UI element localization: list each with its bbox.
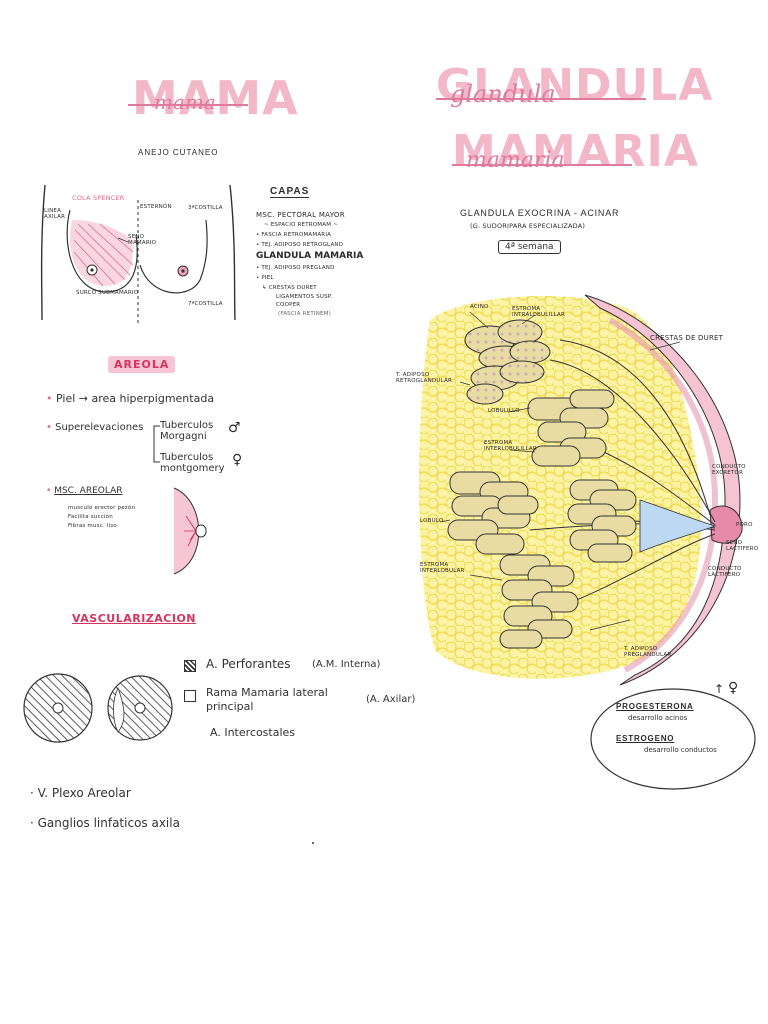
hormone-oval — [590, 688, 756, 790]
capas-item: • PIEL — [256, 275, 274, 281]
glandula-strike-2 — [452, 164, 632, 166]
mama-subtitle: ANEJO CUTANEO — [138, 148, 219, 157]
capas-item: LIGAMENTOS SUSP. COOPER — [276, 294, 333, 308]
label-costilla-top: 3ªCOSTILLA — [188, 205, 223, 211]
brace-icon — [153, 425, 160, 463]
label-surco: SURCO SUBMAMARIO — [76, 290, 139, 296]
areola-item-text: Piel → area hiperpigmentada — [56, 392, 215, 405]
vasc-extra-ganglios: · Ganglios linfaticos axila — [30, 816, 180, 830]
dot — [312, 842, 314, 844]
glandula-title-line1: GLANDULA — [436, 60, 714, 111]
glandula-strike-1 — [436, 98, 646, 100]
female-figure-icon: ♀ — [728, 680, 739, 696]
legend-note-rama: (A. Axilar) — [366, 694, 416, 705]
bullet: • — [46, 392, 53, 405]
capas-item: GLANDULA MAMARIA — [256, 251, 364, 261]
label-acino: ACINO — [470, 304, 489, 310]
areola-item-superelevaciones: • Superelevaciones — [46, 422, 143, 433]
label-estroma-intra: ESTROMA INTRALOBULILLAR — [512, 306, 565, 318]
mama-title: MAMA — [132, 71, 299, 125]
glandula-script-line2: mamaria — [466, 148, 565, 173]
mama-strike — [128, 104, 248, 106]
glandula-week-badge: 4ª semana — [498, 240, 561, 254]
legend-empty-swatch — [184, 690, 196, 702]
legend-hatch-swatch — [184, 660, 196, 672]
breast-diagram — [40, 184, 236, 325]
msc-line: Fibras musc. liso — [68, 523, 117, 529]
vascularizacion-title: VASCULARIZACION — [72, 612, 197, 625]
legend-label-intercostales: A. Intercostales — [210, 726, 296, 739]
areola-item-piel: • Piel → area hiperpigmentada — [46, 392, 214, 405]
msc-areolar-title: MSC. AREOLAR — [54, 486, 123, 496]
areola-title: AREOLA — [108, 356, 176, 373]
label-seno-lactifero: SENO LACTIFERO — [726, 540, 759, 552]
msc-line: musculo erector pezón — [68, 505, 136, 511]
legend-label-perforantes: A. Perforantes — [206, 657, 291, 671]
label-conducto-excretor: CONDUCTO EXCRETOR — [712, 464, 746, 476]
capas-item: ↳ CRESTAS DURET — [262, 285, 317, 291]
msc-line: Facilita succión — [68, 514, 113, 520]
progesterona-desc: desarrollo acinos — [628, 714, 688, 722]
label-seno-mamario: SENO MAMARIO — [128, 234, 157, 246]
tuberculos-montgomery: Tuberculos montgomery — [160, 452, 225, 474]
capas-item: MSC. PECTORAL MAYOR — [256, 211, 345, 219]
glandula-script-line1: glandula — [450, 80, 556, 108]
legend-note-perforantes: (A.M. Interna) — [312, 659, 381, 670]
tuberculos-morgagni: Tuberculos Morgagni — [160, 420, 214, 442]
estrogeno-title: ESTROGENO — [616, 734, 675, 743]
vascular-circles — [23, 673, 173, 743]
label-costilla-bottom: 7ªCOSTILLA — [188, 301, 223, 307]
capas-item: • FASCIA RETROMAMARIA — [256, 232, 332, 238]
bullet: • — [46, 486, 52, 496]
label-poro: PORO — [736, 522, 753, 528]
areola-item-text: Superelevaciones — [55, 422, 144, 433]
label-tej-retro: T. ADIPOSO RETROGLANDULAR — [396, 372, 452, 384]
female-figure-icon: ♀ — [232, 452, 243, 468]
mama-title-block: MAMA mama — [120, 72, 298, 152]
glandula-title-block: GLANDULA MAMARIA glandula mamaria — [430, 60, 712, 200]
capas-item: • TEJ. ADIPOSO RETROGLAND — [256, 242, 344, 248]
label-lobulillo: LOBULILLO — [488, 408, 520, 414]
capas-title: CAPAS — [270, 186, 310, 198]
areola-muscle-diagram — [173, 487, 207, 575]
vasc-extra-plexo: · V. Plexo Areolar — [30, 786, 131, 800]
capas-item: ~ ESPACIO RETROMAM ~ — [264, 222, 338, 228]
male-figure-icon: ♂ — [228, 420, 241, 436]
mama-title-script: mama — [154, 90, 216, 114]
up-arrow-icon: ↑ — [714, 682, 725, 696]
label-tej-pre: T. ADIPOSO PREGLANDULAR — [624, 646, 672, 658]
gland-diagram — [419, 294, 743, 686]
label-estroma-interlobulillar: ESTROMA INTERLOBULILLAR — [484, 440, 537, 452]
bullet: • — [46, 422, 52, 433]
estrogeno-desc: desarrollo conductos — [644, 746, 717, 754]
progesterona-title: PROGESTERONA — [616, 702, 694, 711]
label-cola-spencer: COLA SPENCER — [72, 194, 125, 202]
label-linea-axilar: LINEA AXILAR — [44, 208, 66, 220]
legend-label-rama: Rama Mamaria lateral principal — [206, 686, 328, 713]
label-crestas: CRESTAS DE DURET — [650, 334, 724, 342]
capas-list: MSC. PECTORAL MAYOR ~ ESPACIO RETROMAM ~… — [256, 210, 366, 319]
capas-item: (FASCIA RETINEM) — [278, 311, 331, 317]
glandula-subtitle: GLANDULA EXOCRINA - ACINAR — [460, 208, 620, 218]
label-conducto-lactifero: CONDUCTO LACTIFERO — [708, 566, 742, 578]
msc-areolar-block: • MSC. AREOLAR — [46, 486, 122, 496]
capas-item: • TEJ. ADIPOSO PREGLAND — [256, 265, 335, 271]
glandula-note: (G. SUDORIPARA ESPECIALIZADA) — [470, 222, 586, 230]
glandula-title-line2: MAMARIA — [452, 126, 699, 177]
label-estroma-interlobular: ESTROMA INTERLOBULAR — [420, 562, 465, 574]
label-lobulo: LOBULO — [420, 518, 444, 524]
label-esternon: ESTERNÓN — [140, 204, 172, 210]
acino-group — [464, 319, 551, 405]
